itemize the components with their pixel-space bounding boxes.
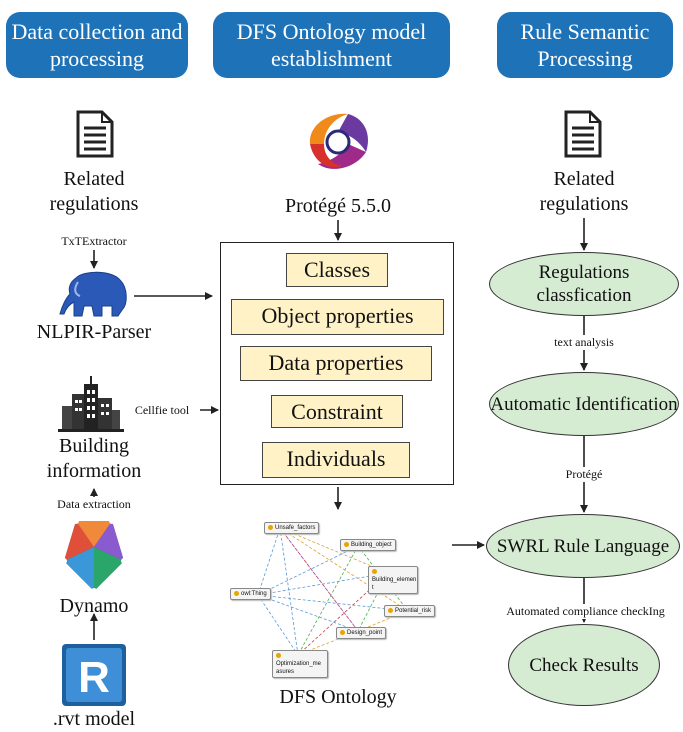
header-data-collection-text: Data collection and processing bbox=[11, 19, 183, 71]
check-results-node: Check Results bbox=[508, 624, 660, 706]
automatic-identification-node: Automatic Identification bbox=[489, 372, 679, 436]
class-dot-icon bbox=[344, 541, 349, 547]
header-ontology-model-text: DFS Ontology model establishment bbox=[236, 19, 427, 71]
header-rule-semantic-text: Rule Semantic Processing bbox=[520, 19, 650, 71]
right-regulations-label: Related regulations bbox=[539, 168, 629, 215]
check-results-text: Check Results bbox=[529, 654, 639, 676]
ontology-node-text: Potential_risk bbox=[395, 608, 432, 614]
regulations-classification-node: Regulations classfication bbox=[489, 252, 679, 316]
class-dot-icon bbox=[276, 652, 281, 658]
document-icon bbox=[564, 110, 602, 158]
header-rule-semantic: Rule Semantic Processing bbox=[497, 12, 673, 78]
protege-version-label: Protégé 5.5.0 bbox=[284, 195, 392, 217]
document-icon bbox=[76, 110, 114, 158]
protege-edge-label: Protégé bbox=[559, 467, 609, 482]
rvt-model-label: .rvt model bbox=[52, 708, 136, 730]
class-dot-icon bbox=[372, 568, 377, 574]
ontology-node-building-object: Building_object bbox=[340, 539, 396, 551]
header-data-collection: Data collection and processing bbox=[6, 12, 188, 78]
svg-text:R: R bbox=[78, 653, 110, 702]
nlpir-parser-label: NLPIR-Parser bbox=[36, 321, 152, 343]
dfs-ontology-label: DFS Ontology bbox=[279, 686, 397, 708]
class-dot-icon bbox=[388, 607, 393, 613]
ontology-node-text: Building_elemen t bbox=[372, 577, 417, 591]
text-analysis-label: text analysis bbox=[544, 335, 624, 350]
class-dot-icon bbox=[234, 590, 239, 596]
data-properties-box: Data properties bbox=[240, 346, 432, 381]
ontology-node-optimization: Optimization_me asures bbox=[272, 650, 328, 678]
automatic-identification-text: Automatic Identification bbox=[490, 393, 678, 415]
data-extraction-label: Data extraction bbox=[34, 497, 154, 512]
txtextractor-label: TxTExtractor bbox=[44, 234, 144, 249]
ontology-components-panel bbox=[220, 242, 454, 485]
ontology-node-text: Design_point bbox=[347, 630, 383, 636]
revit-icon: R bbox=[62, 644, 126, 706]
automated-compliance-label: Automated compliance checkIng bbox=[488, 604, 683, 619]
dynamo-label: Dynamo bbox=[59, 595, 129, 617]
building-information-label: Building information bbox=[46, 435, 142, 482]
ontology-node-text: owl:Thing bbox=[241, 591, 267, 597]
ontology-graph-edges bbox=[257, 527, 409, 656]
swrl-rule-language-node: SWRL Rule Language bbox=[486, 514, 680, 578]
dynamo-icon bbox=[62, 518, 126, 593]
individuals-box: Individuals bbox=[262, 442, 410, 478]
class-dot-icon bbox=[340, 629, 345, 635]
ontology-node-text: Unsafe_factors bbox=[275, 525, 316, 531]
ontology-node-potential-risk: Potential_risk bbox=[384, 605, 436, 617]
cellfie-tool-label: Cellfie tool bbox=[124, 403, 200, 418]
elephant-icon bbox=[59, 271, 127, 317]
ontology-node-owl-thing: owl:Thing bbox=[230, 588, 271, 600]
class-dot-icon bbox=[268, 524, 273, 530]
swrl-rule-language-text: SWRL Rule Language bbox=[496, 535, 670, 557]
building-icon bbox=[58, 376, 124, 432]
ontology-node-building-element: Building_elemen t bbox=[368, 566, 418, 594]
regulations-classification-text: Regulations classfication bbox=[536, 262, 632, 306]
ontology-node-design-point: Design_point bbox=[336, 627, 387, 639]
ontology-node-text: Building_object bbox=[351, 542, 392, 548]
object-properties-box: Object properties bbox=[231, 299, 444, 335]
protege-logo-icon bbox=[309, 113, 368, 169]
ontology-node-unsafe-factors: Unsafe_factors bbox=[264, 522, 320, 534]
classes-box: Classes bbox=[286, 253, 388, 287]
constraint-box: Constraint bbox=[271, 395, 403, 428]
ontology-node-text: Optimization_me asures bbox=[276, 661, 322, 675]
header-ontology-model: DFS Ontology model establishment bbox=[213, 12, 450, 78]
left-regulations-label: Related regulations bbox=[49, 168, 139, 215]
